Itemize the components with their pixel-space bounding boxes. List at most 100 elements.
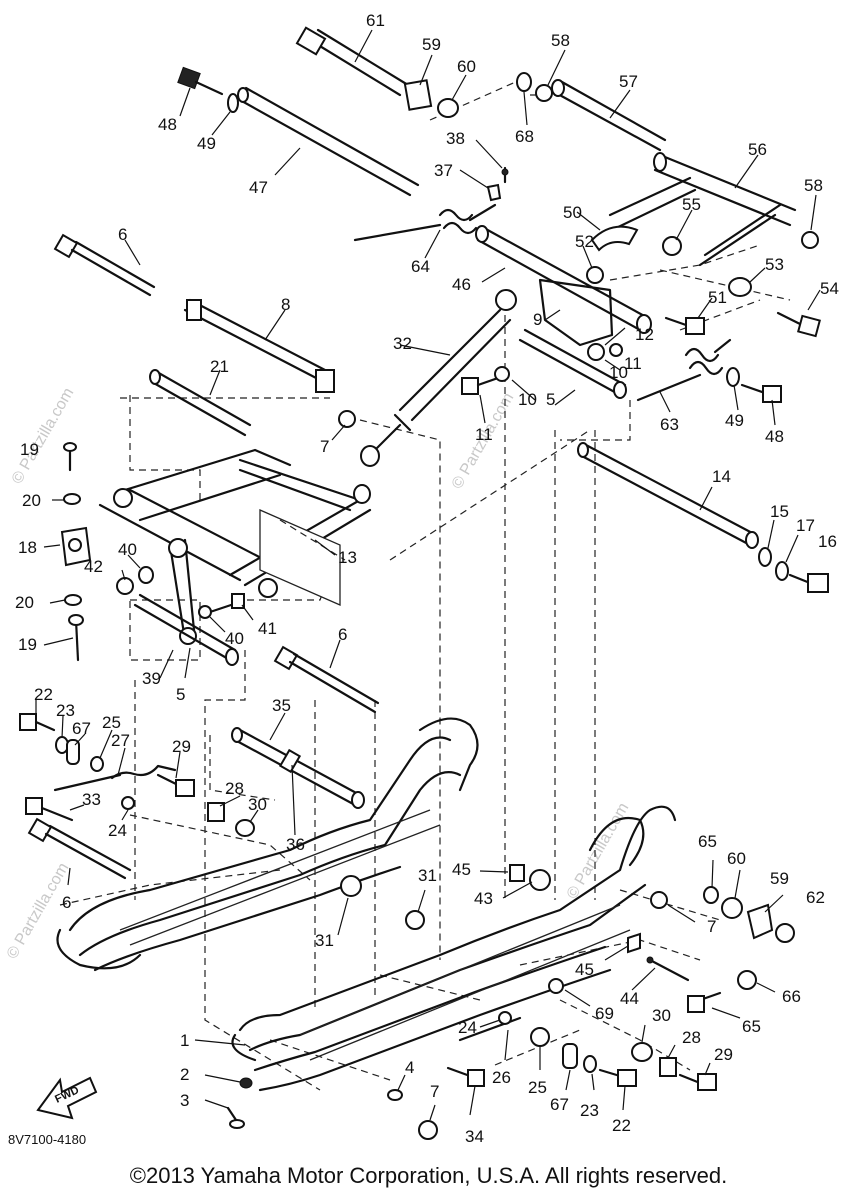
callout-label: 10: [609, 363, 628, 382]
guide-wheel-parts: [340, 864, 551, 930]
callout-label: 48: [765, 427, 784, 446]
washer-20b: [64, 594, 82, 606]
callout-label: 68: [515, 127, 534, 146]
callout-label: 23: [56, 701, 75, 720]
callout-label: 9: [533, 310, 542, 329]
callout-label: 57: [619, 72, 638, 91]
clip-24a: [121, 796, 135, 810]
watermark: © Partzilla.com: [564, 800, 633, 902]
callout-label: 67: [72, 719, 91, 738]
callout-label: 30: [248, 795, 267, 814]
copyright-notice: ©2013 Yamaha Motor Corporation, U.S.A. A…: [129, 1163, 728, 1188]
callout-label: 22: [612, 1116, 631, 1135]
callout-label: 33: [82, 790, 101, 809]
bushing-53: [728, 277, 752, 297]
callout-label: 51: [708, 288, 727, 307]
callout-label: 20: [15, 593, 34, 612]
callout-label: 11: [475, 425, 493, 444]
callout-label: 21: [210, 357, 229, 376]
bracket-18: [60, 526, 92, 567]
bolt-61: [295, 26, 410, 97]
callout-label: 62: [806, 888, 825, 907]
callout-label: 39: [142, 669, 161, 688]
callout-label: 24: [108, 821, 127, 840]
callout-label: 23: [580, 1101, 599, 1120]
callout-labels: 61 59 60 58 57 48 49 68 38 47 37 56 58 6…: [15, 11, 839, 1146]
washer-17: [775, 561, 789, 581]
bolt-29b: [678, 1073, 717, 1091]
washer-4: [387, 1089, 403, 1101]
bolt-11a: [461, 376, 500, 395]
bolt-22b: [598, 1068, 637, 1087]
callout-label: 37: [434, 161, 453, 180]
callout-label: 19: [20, 440, 39, 459]
callout-label: 50: [563, 203, 582, 222]
bolt-6c: [27, 817, 132, 880]
callout-label: 29: [714, 1045, 733, 1064]
callout-label: 20: [22, 491, 41, 510]
bolt-48b: [740, 383, 782, 403]
screw-3: [226, 1106, 245, 1129]
callout-label: 60: [727, 849, 746, 868]
bolt-54: [776, 311, 821, 338]
callout-label: 32: [393, 334, 412, 353]
callout-label: 45: [452, 860, 471, 879]
callout-label: 49: [725, 411, 744, 430]
bolt-41: [208, 593, 245, 614]
callout-label: 44: [620, 989, 639, 1008]
collar-40a: [138, 566, 154, 584]
callout-label: 6: [338, 625, 347, 644]
bolt-33: [25, 797, 74, 822]
callout-label: 14: [712, 467, 731, 486]
callout-label: 35: [272, 696, 291, 715]
callout-label: 7: [320, 437, 329, 456]
callout-label: 16: [818, 532, 837, 551]
callout-label: 38: [446, 129, 465, 148]
bolt-51: [664, 316, 705, 335]
callout-label: 34: [465, 1127, 484, 1146]
collar-40b: [198, 605, 212, 619]
nut-42: [116, 577, 134, 595]
bushing-59b: [746, 903, 774, 940]
callout-label: 66: [782, 987, 801, 1006]
shaft-57: [551, 79, 667, 152]
callout-label: 19: [18, 635, 37, 654]
callout-label: 25: [528, 1078, 547, 1097]
bolt-19b: [68, 614, 84, 662]
callout-label: 12: [635, 325, 654, 344]
callout-label: 28: [225, 779, 244, 798]
washer-2: [239, 1077, 253, 1089]
shaft-21: [149, 369, 252, 437]
callout-label: 55: [682, 195, 701, 214]
callout-label: 52: [575, 232, 594, 251]
callout-label: 40: [118, 540, 137, 559]
callout-label: 29: [172, 737, 191, 756]
nut-58b: [801, 231, 819, 249]
callout-label: 58: [804, 176, 823, 195]
callout-label: 53: [765, 255, 784, 274]
shaft-47: [237, 86, 420, 197]
shaft-5a: [518, 328, 627, 399]
callout-label: 65: [742, 1017, 761, 1036]
bolt-65b: [687, 991, 722, 1013]
watermark: © Partzilla.com: [9, 385, 78, 487]
bushing-28b: [659, 1057, 677, 1077]
callout-label: 47: [249, 178, 268, 197]
bolt-22a: [19, 713, 56, 732]
callout-label: 10: [518, 390, 537, 409]
callout-label: 42: [84, 557, 103, 576]
bushing-59: [403, 79, 433, 111]
shaft-5b: [133, 593, 239, 666]
cable-27: [53, 764, 177, 792]
collar-25a: [90, 756, 104, 772]
pivot-46: [475, 225, 652, 361]
fitting-37: [486, 183, 502, 202]
callout-label: 31: [315, 931, 334, 950]
slide-rail-left: [56, 717, 479, 972]
callout-label: 67: [550, 1095, 569, 1114]
washer-69: [548, 978, 564, 994]
callout-label: 45: [575, 960, 594, 979]
callout-label: 58: [551, 31, 570, 50]
nut-10a: [494, 366, 510, 382]
callout-label: 28: [682, 1028, 701, 1047]
